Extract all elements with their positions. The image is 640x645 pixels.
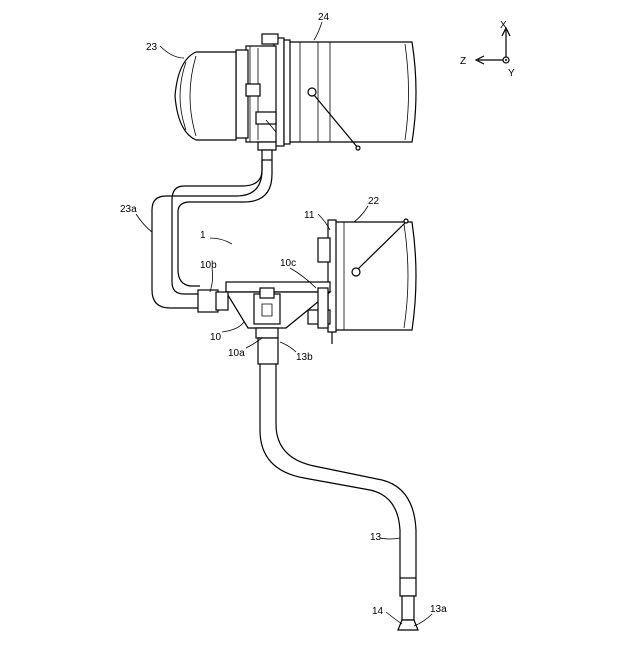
label-13b: 13b <box>296 352 313 363</box>
label-1: 1 <box>200 230 206 241</box>
label-13a: 13a <box>430 604 447 615</box>
label-13: 13 <box>370 532 382 543</box>
axis-x-label: X <box>500 20 507 31</box>
label-23: 23 <box>146 42 158 53</box>
axes-indicator <box>476 28 510 64</box>
label-23a: 23a <box>120 204 137 215</box>
label-11: 11 <box>304 210 315 221</box>
canister-24 <box>274 38 416 150</box>
hose-13 <box>258 338 418 630</box>
label-10b: 10b <box>200 260 217 271</box>
axis-y-label: Y <box>508 68 515 79</box>
label-24: 24 <box>318 12 330 23</box>
motor-head-23 <box>175 34 278 160</box>
axis-z-label: Z <box>460 56 466 67</box>
label-22: 22 <box>368 196 380 207</box>
label-10a: 10a <box>228 348 245 359</box>
label-14: 14 <box>372 606 384 617</box>
label-10c: 10c <box>280 258 296 269</box>
label-10: 10 <box>210 332 222 343</box>
